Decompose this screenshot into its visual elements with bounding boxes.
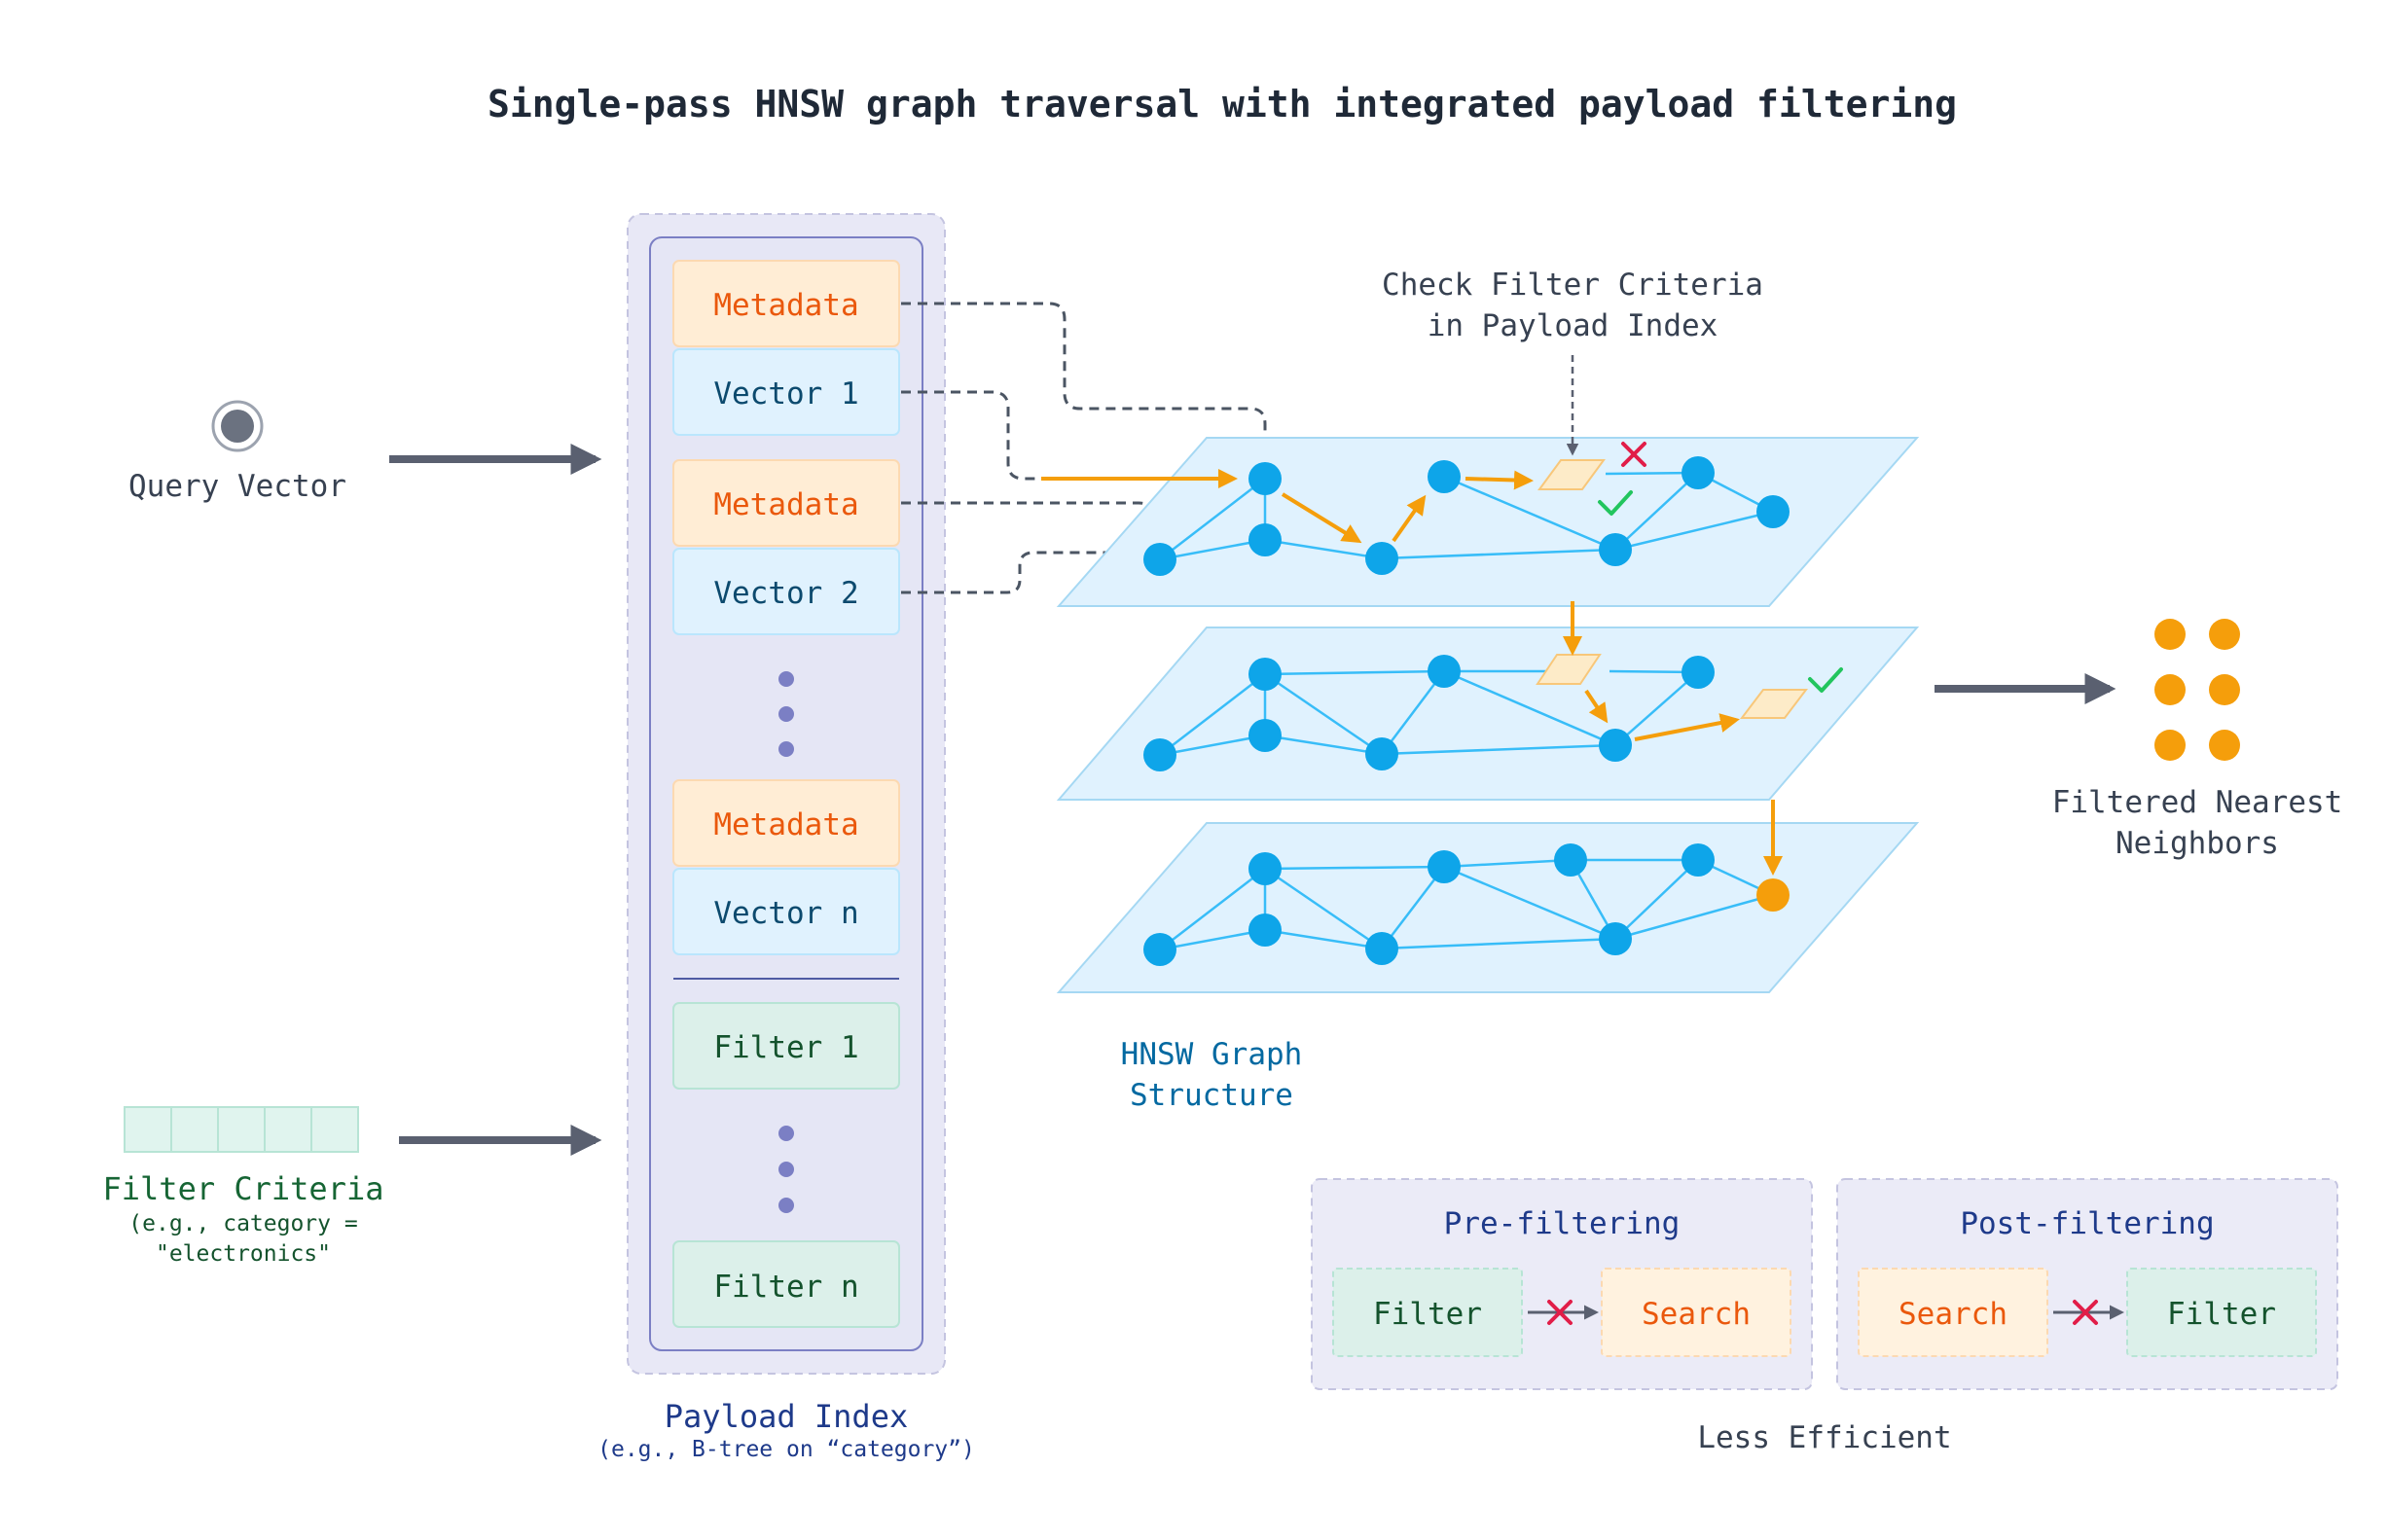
pre-search-box xyxy=(1601,1268,1791,1357)
reject-icon xyxy=(1621,442,1646,467)
graph-structure-label-2: Structure xyxy=(1130,1078,1293,1113)
filter-criteria-example-1: (e.g., category = xyxy=(128,1211,357,1236)
metadata-box-1 xyxy=(672,260,900,347)
filtered-neighbors-icon xyxy=(2154,619,2240,761)
pre-filter-label: Filter xyxy=(1373,1297,1482,1332)
filter-check-node-middle-1 xyxy=(1536,654,1602,685)
filter-criteria-label: Filter Criteria xyxy=(103,1170,384,1207)
pre-search-label: Search xyxy=(1642,1297,1751,1332)
metadata-label-2: Metadata xyxy=(713,487,858,522)
metadata-box-2 xyxy=(672,459,900,547)
post-search-label: Search xyxy=(1899,1297,2007,1332)
filter-check-node-top xyxy=(1537,459,1606,490)
graph-nodes xyxy=(1143,456,1790,966)
ellipsis-filters xyxy=(778,1126,794,1213)
metadata-label-1: Metadata xyxy=(713,288,858,323)
less-efficient-caption: Less Efficient xyxy=(1697,1420,1951,1455)
ellipsis-vectors xyxy=(778,671,794,757)
filter-check-node-middle-2 xyxy=(1739,689,1809,719)
filter-criteria-icon xyxy=(124,1106,359,1153)
check-filter-label-1: Check Filter Criteria xyxy=(1382,268,1763,303)
vector-box-2 xyxy=(672,548,900,635)
check-filter-label-2: in Payload Index xyxy=(1428,308,1718,343)
metadata-box-n xyxy=(672,779,900,867)
metadata-label-n: Metadata xyxy=(713,807,858,842)
pre-filtering-title: Pre-filtering xyxy=(1444,1206,1681,1241)
output-label-2: Neighbors xyxy=(2116,826,2279,861)
vector-label-2: Vector 2 xyxy=(713,576,858,611)
filter-label-n: Filter n xyxy=(713,1270,858,1305)
filter-label-1: Filter 1 xyxy=(713,1030,858,1065)
pre-filter-box xyxy=(1332,1268,1523,1357)
vector-label-1: Vector 1 xyxy=(713,376,858,412)
traversal-path xyxy=(1041,469,1783,876)
vector-box-1 xyxy=(672,348,900,436)
output-label-1: Filtered Nearest xyxy=(2052,785,2343,820)
page-title: Single-pass HNSW graph traversal with in… xyxy=(488,83,1957,125)
accept-icon-top xyxy=(1598,490,1633,516)
pre-filter-reject-icon xyxy=(1547,1300,1573,1325)
result-node xyxy=(1756,878,1790,912)
accept-icon-middle xyxy=(1808,667,1843,693)
graph-layer-top xyxy=(1056,437,1920,607)
post-filtering-title: Post-filtering xyxy=(1960,1206,2214,1241)
post-filter-label: Filter xyxy=(2167,1297,2276,1332)
post-search-box xyxy=(1858,1268,2048,1357)
payload-index-label: Payload Index xyxy=(665,1398,908,1435)
graph-layer-bottom xyxy=(1056,822,1920,993)
graph-structure-label-1: HNSW Graph xyxy=(1121,1037,1303,1072)
vector-label-n: Vector n xyxy=(713,896,858,931)
payload-index-sublabel: (e.g., B-tree on “category”) xyxy=(597,1437,975,1462)
vector-box-n xyxy=(672,868,900,955)
query-vector-label: Query Vector xyxy=(128,469,346,504)
post-filter-reject-icon xyxy=(2073,1300,2098,1325)
query-vector-icon xyxy=(211,400,264,452)
filter-criteria-example-2: "electronics" xyxy=(156,1241,331,1267)
filter-box-n xyxy=(672,1240,900,1328)
filter-box-1 xyxy=(672,1002,900,1090)
post-filter-box xyxy=(2126,1268,2317,1357)
